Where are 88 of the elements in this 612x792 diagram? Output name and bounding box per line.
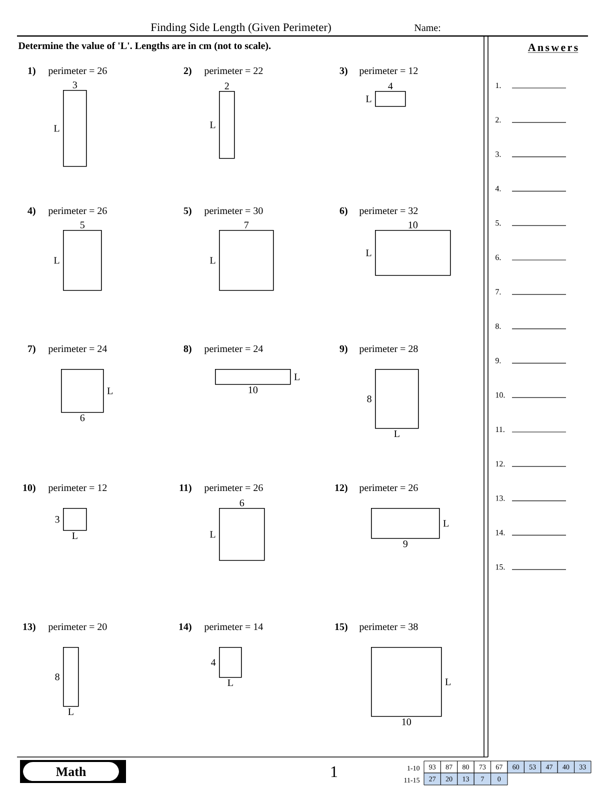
side-length-label: L (445, 678, 450, 686)
problem-number: 2) (184, 67, 192, 76)
side-length-label: 5 (80, 222, 84, 228)
side-length-label: 6 (80, 414, 85, 422)
side-length-label: 2 (224, 82, 229, 90)
side-length-label: L (107, 388, 112, 394)
answer-number: 7. (496, 289, 501, 294)
answer-number: 5. (496, 220, 501, 226)
problem-number: 15) (335, 623, 348, 632)
rectangle (375, 91, 406, 107)
worksheet-title: Finding Side Length (Given Perimeter) (150, 23, 331, 34)
problem-number: 12) (335, 484, 348, 494)
name-label: Name: (414, 24, 440, 32)
rectangle (63, 647, 79, 707)
side-length-label: L (210, 122, 216, 128)
answer-number: 3. (496, 152, 501, 157)
side-length-label: L (210, 531, 216, 538)
side-length-label: L (366, 96, 372, 102)
side-length-label: 3 (55, 516, 60, 523)
perimeter-label: perimeter = 14 (204, 623, 263, 632)
page-number: 1 (331, 766, 338, 777)
rectangle (63, 508, 87, 531)
perimeter-label: perimeter = 20 (48, 623, 107, 632)
answer-number: 9. (495, 358, 501, 364)
side-length-label: L (366, 250, 372, 256)
problem-number: 9) (340, 345, 348, 354)
rectangle (371, 647, 442, 717)
rectangle (63, 90, 87, 167)
side-length-label: 8 (367, 396, 372, 402)
side-length-label: 4 (388, 82, 393, 90)
problem-number: 13) (23, 623, 36, 632)
rectangle (219, 91, 235, 159)
answer-number: 10. (496, 392, 505, 398)
rectangle (371, 508, 440, 539)
rectangle (219, 230, 274, 291)
side-length-label: L (394, 430, 400, 438)
answer-number: 6. (496, 254, 501, 260)
problem-number: 5) (184, 207, 192, 216)
rectangle (61, 369, 104, 413)
side-length-label: L (68, 708, 74, 716)
answer-number: 15. (496, 564, 505, 570)
side-length-label: L (294, 374, 300, 380)
answer-number: 8. (496, 323, 501, 329)
answer-number: 12. (496, 461, 505, 466)
problem-number: 4) (28, 207, 36, 216)
problem-number: 6) (340, 207, 348, 216)
answer-number: 4. (495, 186, 501, 192)
perimeter-label: perimeter = 12 (48, 484, 107, 494)
side-length-label: L (72, 532, 78, 540)
rectangle (375, 369, 419, 429)
perimeter-label: perimeter = 26 (204, 484, 263, 494)
perimeter-label: perimeter = 26 (359, 484, 418, 494)
problem-number: 14) (179, 623, 192, 632)
perimeter-label: perimeter = 38 (359, 623, 418, 632)
answer-number: 13. (496, 496, 505, 501)
side-length-label: L (443, 520, 448, 527)
answer-number: 2. (496, 117, 501, 122)
side-length-label: 3 (72, 82, 77, 88)
subject-badge: Math (20, 760, 126, 783)
problem-number: 1) (28, 67, 36, 76)
side-length-label: 9 (403, 540, 408, 548)
rectangle (375, 230, 451, 276)
instructions: Determine the value of 'L'. Lengths are in cm (not to scale). (18, 42, 271, 52)
side-length-label: 10 (402, 718, 412, 726)
side-length-label: L (54, 257, 60, 264)
answer-number: 11. (496, 426, 504, 432)
problem-number: 3) (340, 67, 348, 76)
answer-number: 14. (496, 530, 505, 536)
rectangle (215, 369, 291, 385)
rectangle (219, 508, 265, 561)
side-length-label: L (228, 679, 233, 686)
side-length-label: 4 (210, 659, 216, 666)
side-length-label: L (54, 125, 60, 132)
answer-number: 1. (496, 82, 501, 88)
side-length-label: 10 (248, 386, 258, 394)
side-length-label: L (210, 257, 216, 264)
perimeter-label: perimeter = 28 (359, 345, 418, 354)
side-length-label: 7 (244, 222, 249, 228)
problem-number: 10) (23, 484, 36, 494)
problem-number: 11) (180, 484, 192, 494)
rectangle (219, 647, 242, 678)
rectangle (63, 230, 102, 291)
side-length-label: 10 (408, 222, 418, 228)
side-length-label: 6 (240, 500, 244, 506)
side-length-label: 8 (55, 674, 60, 680)
answers-heading: Answers (528, 44, 578, 53)
problem-number: 7) (28, 345, 36, 354)
problem-number: 8) (184, 345, 192, 354)
